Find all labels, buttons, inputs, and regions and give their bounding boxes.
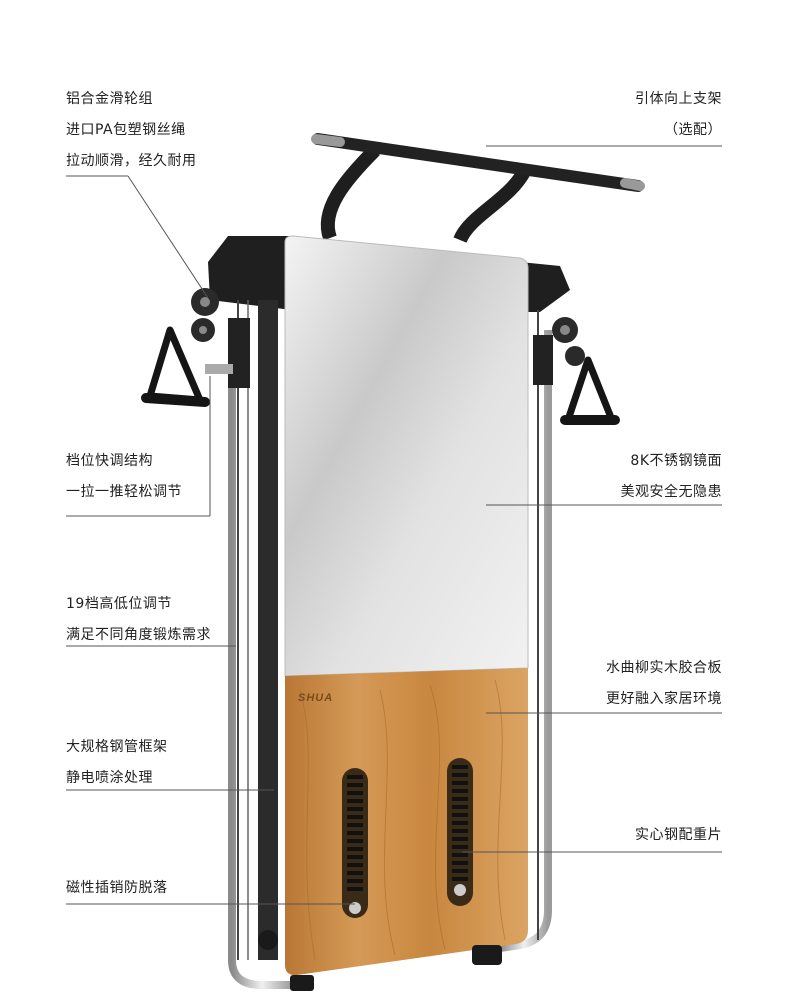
- right-frame: [499, 310, 552, 952]
- right-pulley-handle: [533, 317, 620, 425]
- callout-gear-line-2: 一拉一推轻松调节: [66, 484, 182, 500]
- callout-pullup-line-1: 引体向上支架: [635, 91, 722, 107]
- callout-magnet-line-1: 磁性插销防脱落: [66, 880, 168, 896]
- wood-panel: [285, 668, 528, 976]
- callout-height-line-1: 19档高低位调节: [66, 596, 172, 612]
- brand-logo: SHUA: [298, 692, 334, 704]
- callout-leader-lines: [66, 145, 722, 905]
- callout-gear: 档位快调结构 一拉一推轻松调节: [66, 451, 182, 513]
- weight-stack-right: [447, 758, 473, 906]
- callout-gear-line-1: 档位快调结构: [66, 453, 153, 469]
- callout-height: 19档高低位调节 满足不同角度锻炼需求: [66, 594, 211, 656]
- callout-magnet: 磁性插销防脱落: [66, 878, 168, 909]
- callout-mirror-line-2: 美观安全无隐患: [620, 484, 722, 500]
- callout-pulley-line-2: 进口PA包塑钢丝绳: [66, 122, 186, 138]
- callout-frame-line-1: 大规格钢管框架: [66, 739, 168, 755]
- callout-wood-line-1: 水曲柳实木胶合板: [606, 660, 722, 676]
- left-frame: [228, 300, 292, 989]
- callout-frame-line-2: 静电喷涂处理: [66, 770, 153, 786]
- callout-wood-line-2: 更好融入家居环境: [606, 691, 722, 707]
- callout-weights-line-1: 实心钢配重片: [635, 827, 722, 843]
- wood-grain: [299, 679, 506, 961]
- base-feet: [258, 930, 502, 991]
- callout-mirror: 8K不锈钢镜面 美观安全无隐患: [621, 451, 723, 513]
- pullup-bar: [311, 133, 645, 244]
- callout-wood: 水曲柳实木胶合板 更好融入家居环境: [606, 658, 722, 720]
- callout-weights: 实心钢配重片: [635, 825, 722, 856]
- weight-stack-left: [342, 768, 368, 918]
- callout-pullup-line-2: （选配）: [664, 122, 722, 138]
- callout-pulley-line-1: 铝合金滑轮组: [66, 91, 153, 107]
- callout-pulley-line-3: 拉动顺滑，经久耐用: [66, 153, 197, 169]
- top-housings: [208, 236, 570, 312]
- mirror-panel: [284, 235, 529, 677]
- callout-height-line-2: 满足不同角度锻炼需求: [66, 627, 211, 643]
- callout-frame: 大规格钢管框架 静电喷涂处理: [66, 737, 168, 799]
- callout-pulley: 铝合金滑轮组 进口PA包塑钢丝绳 拉动顺滑，经久耐用: [66, 89, 197, 182]
- callout-mirror-line-1: 8K不锈钢镜面: [630, 453, 722, 469]
- left-pulley-handle: [141, 288, 250, 407]
- callout-pullup: 引体向上支架 （选配）: [635, 89, 722, 151]
